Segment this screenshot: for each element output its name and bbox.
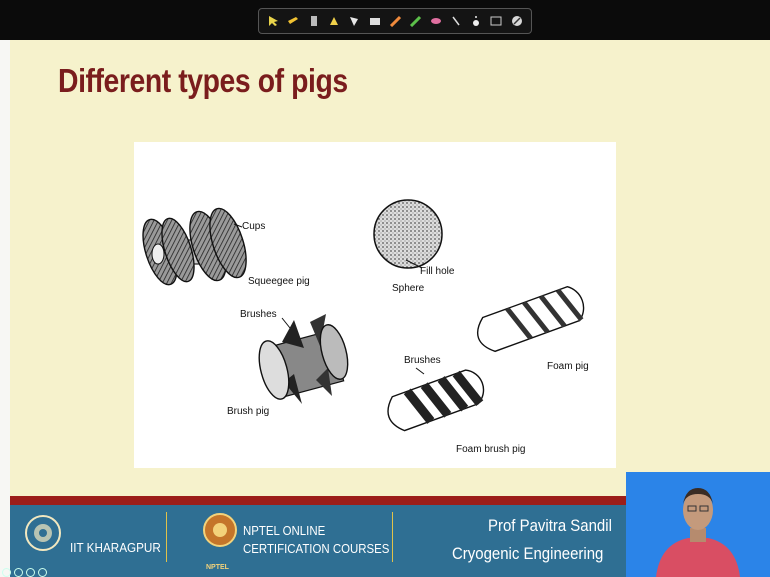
squeegee-pig-label: Squeegee pig (248, 276, 310, 287)
nav-prev-icon[interactable] (2, 568, 11, 577)
professor-name-text: Prof Pavitra Sandil (488, 516, 612, 536)
brushes-top-label: Brushes (240, 309, 277, 320)
pen-icon[interactable] (286, 14, 300, 28)
foam-brush-pig-drawing (383, 366, 489, 434)
nptel-line1-text: NPTEL ONLINE (243, 523, 325, 538)
foam-brush-pig-label: Foam brush pig (456, 444, 525, 455)
dot-icon[interactable] (469, 14, 483, 28)
marker-icon[interactable] (307, 14, 321, 28)
nptel-logo (202, 512, 238, 548)
sphere-label: Sphere (392, 283, 424, 294)
nav-zoom-icon[interactable] (38, 568, 47, 577)
foam-pig-drawing (472, 284, 588, 356)
eraser-icon[interactable] (429, 14, 443, 28)
nptel-badge-text: NPTEL (206, 564, 229, 571)
foam-pig-label: Foam pig (547, 361, 589, 372)
presenter-video (626, 472, 770, 577)
slide-title: Different types of pigs (58, 62, 348, 100)
pig-types-figure: Cups Squeegee pig Fill hole Sphere Brush… (134, 142, 616, 468)
slide-nav-controls[interactable] (2, 568, 47, 577)
left-margin (0, 40, 10, 577)
pointer-icon[interactable] (266, 14, 280, 28)
brush-pig-drawing (254, 314, 353, 404)
screen-icon[interactable] (489, 14, 503, 28)
highlighter-icon[interactable] (327, 14, 341, 28)
text-icon[interactable] (368, 14, 382, 28)
annotation-toolbar (258, 8, 532, 34)
brushes-bottom-label: Brushes (404, 355, 441, 366)
fill-hole-label: Fill hole (420, 266, 454, 277)
green-pen-icon[interactable] (408, 14, 422, 28)
shape-icon[interactable] (347, 14, 361, 28)
cups-label: Cups (242, 221, 265, 232)
pencil-icon[interactable] (388, 14, 402, 28)
course-name-text: Cryogenic Engineering (452, 544, 603, 564)
iit-kharagpur-text: IIT KHARAGPUR (70, 540, 161, 555)
nav-menu-icon[interactable] (26, 568, 35, 577)
sphere-pig-drawing (374, 200, 442, 268)
brush-pig-label: Brush pig (227, 406, 269, 417)
clear-icon[interactable] (510, 14, 524, 28)
laser-icon[interactable] (449, 14, 463, 28)
nptel-line2-text: CERTIFICATION COURSES (243, 541, 389, 556)
squeegee-pig-drawing (136, 204, 253, 289)
pig-illustrations (134, 142, 616, 468)
webcam-overlay (626, 472, 770, 577)
footer-divider-1 (166, 512, 167, 562)
iit-logo (24, 514, 62, 552)
footer-divider-2 (392, 512, 393, 562)
presentation-top-bar (0, 0, 770, 40)
nav-next-icon[interactable] (14, 568, 23, 577)
